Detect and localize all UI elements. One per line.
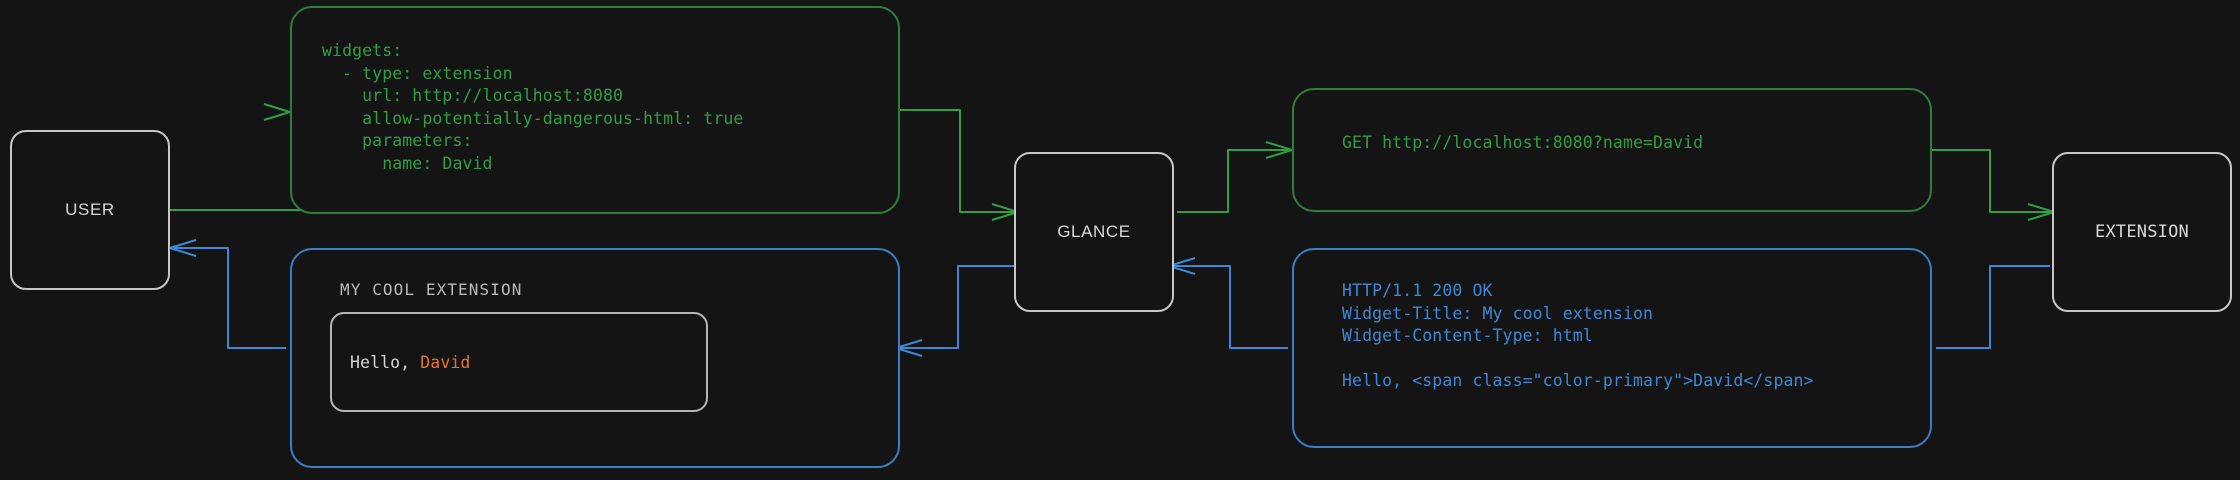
http-request-code: GET http://localhost:8080?name=David <box>1342 133 1704 152</box>
wire-glance-to-widget <box>895 265 1014 357</box>
widget-greeting-prefix: Hello, <box>350 352 421 372</box>
node-user-label: USER <box>65 200 115 219</box>
node-user[interactable]: USER <box>10 130 170 290</box>
wire-config-to-glance <box>900 109 1019 221</box>
panel-http-request[interactable]: GET http://localhost:8080?name=David <box>1292 88 1932 212</box>
wire-request-to-extension <box>1932 149 2055 221</box>
panel-http-response[interactable]: HTTP/1.1 200 OK Widget-Title: My cool ex… <box>1292 248 1932 448</box>
widget-preview-title: MY COOL EXTENSION <box>340 280 523 299</box>
node-glance-label: GLANCE <box>1057 222 1131 241</box>
wire-extension-to-response <box>1936 265 2050 349</box>
widget-greeting: Hello, David <box>332 353 470 372</box>
node-extension-label: EXTENSION <box>2095 222 2189 242</box>
widget-greeting-name: David <box>420 352 471 372</box>
panel-widget-preview[interactable]: MY COOL EXTENSION Hello, David <box>290 248 900 468</box>
node-extension[interactable]: EXTENSION <box>2052 152 2232 312</box>
wire-user-to-config <box>170 103 303 211</box>
config-yaml-code: widgets: - type: extension url: http://l… <box>322 41 744 173</box>
wire-glance-to-request <box>1177 141 1293 213</box>
wire-widget-to-user <box>169 239 286 349</box>
http-response-code: HTTP/1.1 200 OK Widget-Title: My cool ex… <box>1342 281 1814 390</box>
panel-config-yaml[interactable]: widgets: - type: extension url: http://l… <box>290 6 900 214</box>
node-glance[interactable]: GLANCE <box>1014 152 1174 312</box>
widget-preview-body: Hello, David <box>330 312 708 412</box>
wire-response-to-glance <box>1168 257 1288 349</box>
